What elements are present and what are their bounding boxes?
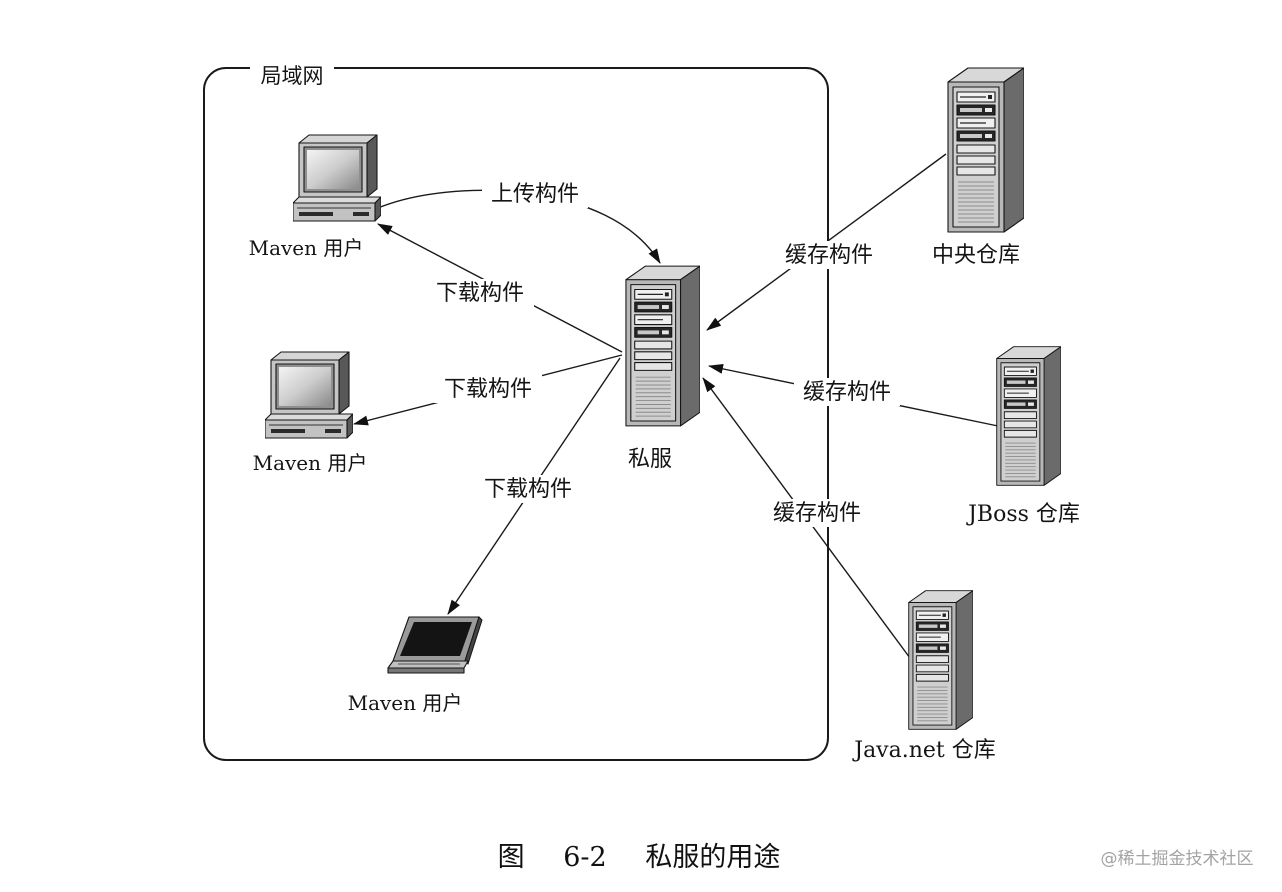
desktop-computer-icon <box>265 351 353 439</box>
user-laptop-label: Maven 用户 <box>348 691 463 715</box>
label-background <box>794 378 900 406</box>
javanet-repo-label: Java.net 仓库 <box>852 738 996 763</box>
server-icon <box>996 346 1061 486</box>
upload-label: 上传构件 <box>491 182 579 207</box>
node-javanet-repo: Java.net 仓库 <box>852 590 996 763</box>
server-icon <box>947 67 1024 233</box>
download-label-1: 下载构件 <box>436 281 524 306</box>
central-repo-label: 中央仓库 <box>932 243 1020 268</box>
watermark: @稀土掘金技术社区 <box>1101 849 1254 869</box>
node-central-repo: 中央仓库 <box>932 67 1024 268</box>
jboss-repo-label: JBoss 仓库 <box>966 502 1080 527</box>
label-background <box>250 56 334 82</box>
label-background <box>776 241 882 269</box>
label-background <box>482 180 588 208</box>
node-user-desktop-2: Maven 用户 <box>253 351 368 475</box>
desktop-computer-icon <box>293 134 381 222</box>
label-background <box>426 279 534 307</box>
node-jboss-repo: JBoss 仓库 <box>966 346 1080 527</box>
node-private-server: 私服 <box>625 265 700 472</box>
node-user-desktop-1: Maven 用户 <box>249 134 381 260</box>
cache-label-javanet: 缓存构件 <box>773 501 861 526</box>
label-background <box>764 499 870 527</box>
figure-caption: 图 6-2 私服的用途 <box>498 842 781 873</box>
node-user-laptop: Maven 用户 <box>348 616 483 715</box>
private-server-label: 私服 <box>628 447 672 472</box>
edge-labels: 上传构件 下载构件 下载构件 下载构件 缓存构件 缓存构件 缓存构件 <box>426 180 900 527</box>
laptop-icon <box>387 616 483 674</box>
server-icon <box>625 265 700 427</box>
lan-label: 局域网 <box>261 64 324 88</box>
user-desktop-1-label: Maven 用户 <box>249 236 364 260</box>
label-background <box>474 475 582 503</box>
user-desktop-2-label: Maven 用户 <box>253 451 368 475</box>
lan-box <box>203 67 829 761</box>
download-label-3: 下载构件 <box>484 477 572 502</box>
label-background <box>434 375 542 403</box>
server-icon <box>908 590 973 730</box>
cache-label-jboss: 缓存构件 <box>803 380 891 405</box>
download-label-2: 下载构件 <box>444 377 532 402</box>
lan-boundary: 局域网 <box>203 56 829 761</box>
cache-label-central: 缓存构件 <box>785 243 873 268</box>
